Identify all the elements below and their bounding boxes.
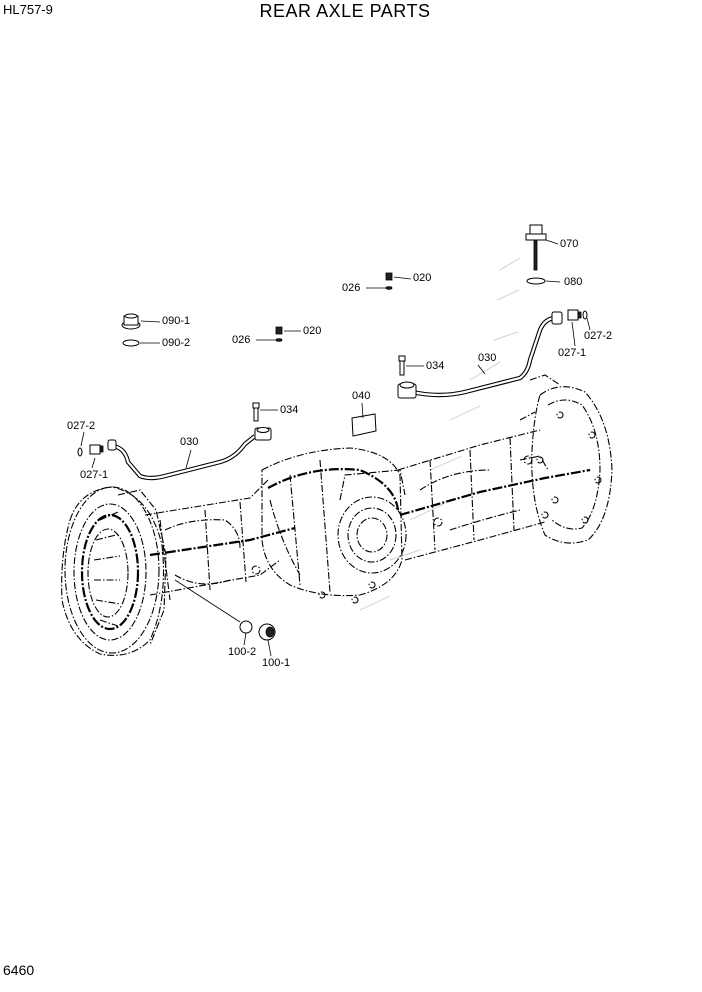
plug-020-lower <box>275 326 283 342</box>
watermark <box>359 257 521 611</box>
plug-100-1 <box>258 623 276 641</box>
leader-lines <box>80 239 591 657</box>
callout-027-2-left: 027-2 <box>67 420 96 432</box>
plug-090-1 <box>121 313 141 330</box>
callout-090-1: 090-1 <box>162 315 191 327</box>
page-title: REAR AXLE PARTS <box>259 1 431 21</box>
callout-040: 040 <box>352 390 371 402</box>
pipe-030-left <box>107 427 272 481</box>
o-ring-080 <box>526 277 546 285</box>
o-ring-100-2 <box>239 620 253 634</box>
breather-070 <box>525 224 547 271</box>
callout-026-lower: 026 <box>232 334 251 346</box>
plate-040 <box>351 413 377 437</box>
o-ring-090-2 <box>122 339 140 347</box>
callout-034-left: 034 <box>280 404 299 416</box>
callout-020-top: 020 <box>413 272 432 284</box>
pipe-030-right <box>397 311 563 399</box>
callout-026-top: 026 <box>342 282 361 294</box>
callout-100-1: 100-1 <box>262 657 291 669</box>
callout-020-lower: 020 <box>303 325 322 337</box>
callout-027-1-right: 027-1 <box>558 347 587 359</box>
bolt-034-left <box>252 402 260 422</box>
callout-090-2: 090-2 <box>162 337 191 349</box>
callout-100-2: 100-2 <box>228 646 257 658</box>
page-number: 6460 <box>3 962 35 978</box>
plug-020-top <box>385 272 393 290</box>
callout-030-right: 030 <box>478 352 497 364</box>
callout-070: 070 <box>560 238 579 250</box>
bolt-034-right <box>398 355 406 376</box>
fitting-027-left <box>77 444 104 457</box>
fitting-027-right <box>567 309 588 321</box>
callout-030-left: 030 <box>180 436 199 448</box>
callout-027-2-right: 027-2 <box>584 330 613 342</box>
callout-034-right: 034 <box>426 360 445 372</box>
callout-080: 080 <box>564 276 583 288</box>
axle-housing <box>61 374 613 656</box>
model-number: HL757-9 <box>3 2 53 17</box>
callout-027-1-left: 027-1 <box>80 469 109 481</box>
